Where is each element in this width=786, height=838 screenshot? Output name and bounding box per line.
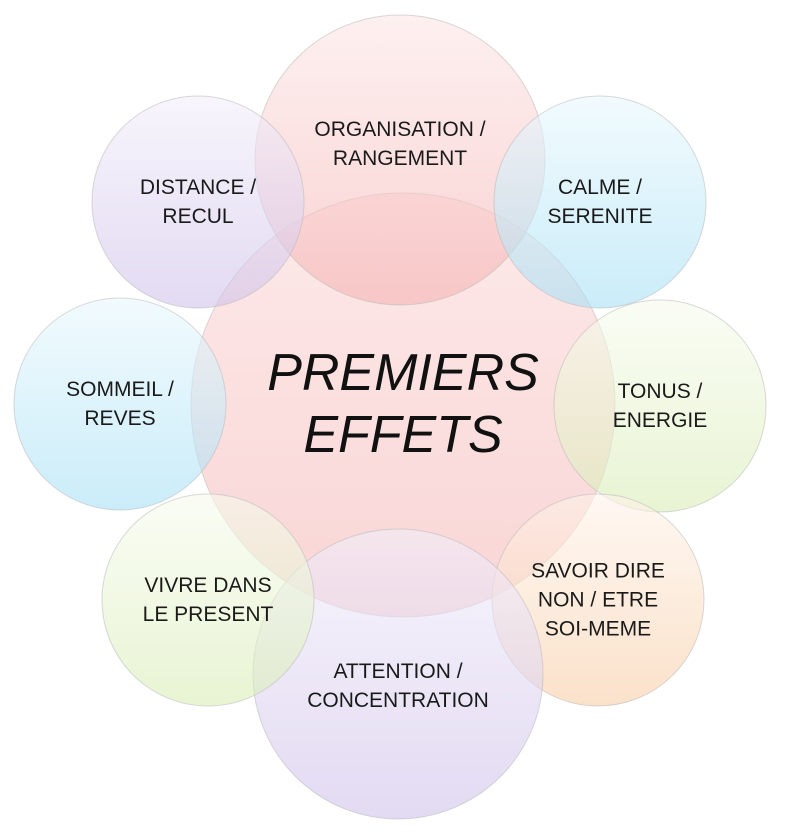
node-label-savoir-dire-line: NON / ETRE	[537, 588, 659, 612]
node-label-vivre-line: LE PRESENT	[142, 603, 274, 626]
center-title-line: PREMIERS	[267, 344, 539, 402]
circles-layer	[13, 14, 767, 820]
node-label-vivre-line: VIVRE DANS	[144, 574, 272, 597]
node-label-tonus: TONUS / ENERGIE	[613, 377, 708, 435]
node-label-distance-line: RECUL	[162, 205, 234, 228]
node-label-tonus-line: ENERGIE	[612, 409, 708, 432]
node-label-distance-line: DISTANCE /	[139, 176, 257, 199]
node-circle-calme	[493, 95, 707, 309]
node-circle-vivre	[101, 493, 315, 707]
node-label-sommeil-line: SOMMEIL /	[66, 378, 174, 401]
node-label-calme: CALME / SERENITE	[547, 173, 652, 231]
node-label-calme-line: CALME /	[557, 176, 643, 199]
node-label-savoir-dire: SAVOIR DIRE NON / ETRE SOI-MEME	[531, 557, 665, 644]
node-label-attention: ATTENTION / CONCENTRATION	[307, 657, 489, 715]
node-label-sommeil: SOMMEIL / REVES	[66, 375, 174, 433]
node-label-calme-line: SERENITE	[547, 205, 653, 228]
node-label-attention-line: ATTENTION /	[333, 660, 463, 683]
node-label-organisation-line: ORGANISATION /	[314, 118, 486, 141]
node-label-attention-line: CONCENTRATION	[307, 689, 489, 712]
node-label-sommeil-line: REVES	[84, 407, 156, 430]
center-title-line: EFFETS	[303, 406, 503, 464]
node-label-savoir-dire-line: SOI-MEME	[544, 617, 652, 641]
node-label-savoir-dire-line: SAVOIR DIRE	[531, 559, 665, 583]
node-label-vivre: VIVRE DANS LE PRESENT	[143, 571, 274, 629]
node-label-distance: DISTANCE / RECUL	[140, 173, 256, 231]
node-circle-distance	[91, 95, 305, 309]
node-circle-sommeil	[13, 297, 227, 511]
node-label-organisation-line: RANGEMENT	[332, 147, 468, 170]
node-label-tonus-line: TONUS /	[617, 380, 703, 403]
node-circle-tonus	[553, 299, 767, 513]
node-label-organisation: ORGANISATION / RANGEMENT	[314, 115, 485, 173]
